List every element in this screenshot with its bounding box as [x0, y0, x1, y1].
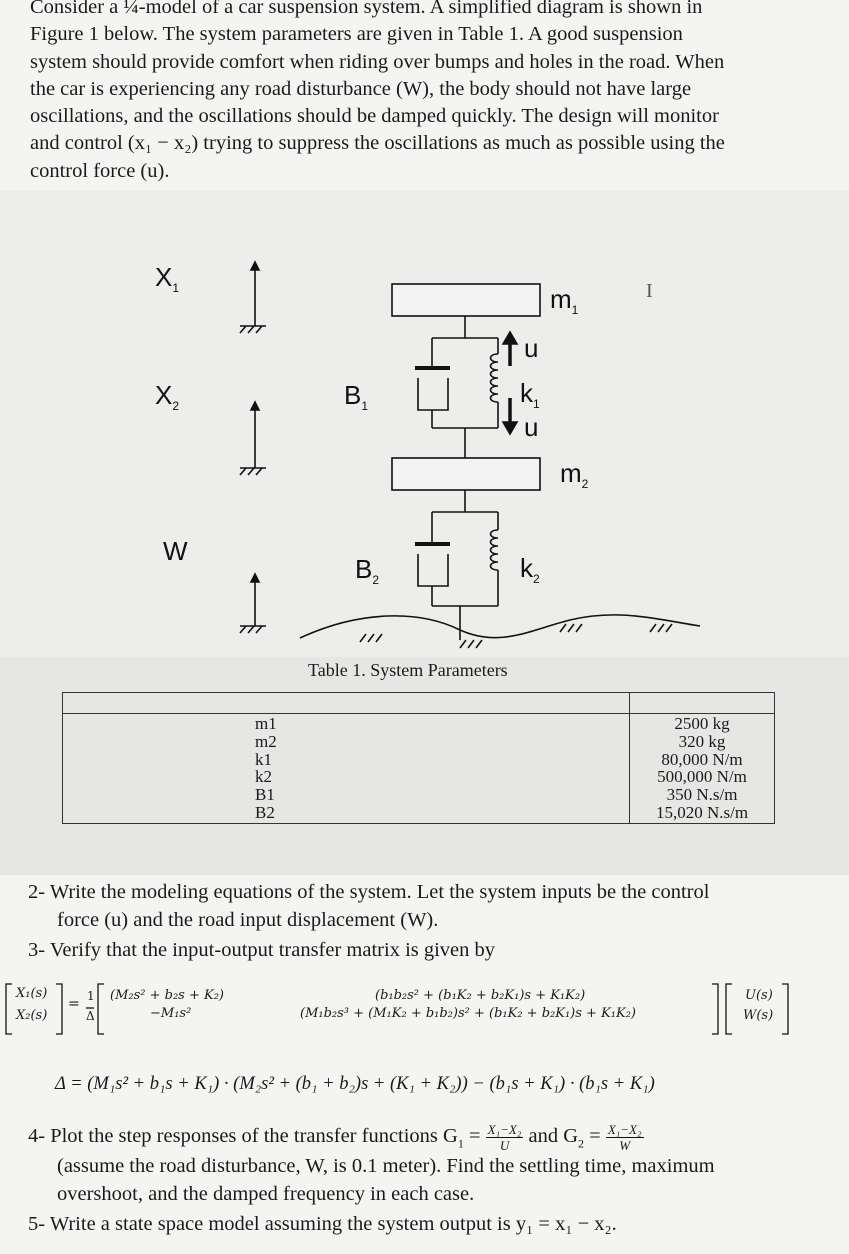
parameter-table: m1 m2 k1 k2 B1 B2 2500 kg 320 kg 80,000 …	[62, 692, 775, 824]
spring-k1	[489, 338, 499, 428]
g1-fraction: X₁−X₂ U	[485, 1122, 524, 1153]
w-label: W	[163, 536, 188, 566]
matrix-11: (M₂s² + b₂s + K₂)	[110, 988, 224, 1003]
param-value: 320 kg	[678, 731, 726, 751]
matrix-22: (M₁b₂s³ + (M₁K₂ + b₁b₂)s² + (b₁K₂ + b₂K₁…	[300, 1006, 636, 1021]
intro-line: control force (u).	[30, 159, 170, 182]
text-cursor-icon: I	[646, 280, 653, 302]
damper-b1	[415, 338, 450, 428]
param-value: 80,000 N/m	[661, 749, 743, 769]
param-name: m2	[255, 731, 277, 751]
m1-label: m1	[550, 284, 579, 318]
x2-label: X2	[155, 380, 180, 414]
mass-m2	[391, 457, 541, 491]
question-2-line-1: 2- Write the modeling equations of the s…	[28, 881, 710, 903]
b2-label: B2	[355, 554, 380, 588]
force-arrow-up	[501, 330, 519, 366]
lhs-bottom: X₂(s)	[16, 1008, 48, 1023]
x1-indicator	[239, 260, 266, 334]
question-5: 5- Write a state space model assuming th…	[28, 1213, 617, 1235]
lhs-top: X₁(s)	[16, 986, 48, 1001]
param-name: k1	[255, 749, 272, 769]
u-label-bottom: u	[524, 412, 539, 442]
param-name: m1	[255, 714, 277, 733]
parameter-names: m1 m2 k1 k2 B1 B2	[62, 713, 630, 824]
param-name: B2	[255, 802, 275, 822]
g2-fraction: X₁−X₂ W	[605, 1122, 644, 1153]
intro-paragraph: Consider a ¼-model of a car suspension s…	[30, 0, 830, 185]
mass-m1	[391, 283, 541, 317]
u-label-top: u	[524, 333, 539, 363]
rhs-bottom: W(s)	[743, 1008, 774, 1023]
damper-b2	[415, 512, 450, 606]
road-profile	[299, 614, 701, 639]
rhs-top: U(s)	[745, 988, 773, 1003]
k2-label: k2	[520, 553, 540, 587]
q4-prefix: 4- Plot the step responses of the transf…	[28, 1125, 458, 1148]
suspension-diagram	[239, 260, 701, 649]
intro-line: oscillations, and the oscillations shoul…	[30, 105, 719, 128]
table-row: m1 m2 k1 k2 B1 B2 2500 kg 320 kg 80,000 …	[62, 713, 775, 824]
spring-k2	[489, 512, 499, 606]
question-2-line-2: force (u) and the road input displacemen…	[57, 909, 439, 931]
matrix-brackets	[5, 983, 789, 1035]
intro-line: and control (x₁ − x₂) trying to suppress…	[30, 132, 725, 155]
intro-line: Consider a ¼-model of a car suspension s…	[30, 0, 703, 18]
transfer-matrix-equation: X₁(s) X₂(s) = 1 Δ (M₂s² + b₂s + K₂) −M₁s…	[0, 978, 849, 1048]
param-value: 15,020 N.s/m	[655, 802, 749, 822]
x2-indicator	[239, 400, 266, 476]
table-row	[62, 692, 775, 714]
intro-line: the car is experiencing any road disturb…	[30, 77, 692, 100]
w-indicator	[239, 572, 266, 634]
force-arrow-down	[501, 398, 519, 436]
parameter-values: 2500 kg 320 kg 80,000 N/m 500,000 N/m 35…	[629, 713, 775, 824]
b1-label: B1	[344, 380, 369, 414]
param-name: k2	[255, 767, 272, 787]
road-hatch	[359, 623, 673, 649]
question-4-line-3: overshoot, and the damped frequency in e…	[57, 1183, 475, 1205]
delta-equation: Δ = (M₁s² + b₁s + K₁) · (M₂s² + (b₁ + b₂…	[55, 1074, 655, 1094]
delta-symbol: Δ	[86, 1009, 95, 1023]
matrix-21: −M₁s²	[150, 1006, 192, 1021]
equals-sign: =	[68, 996, 80, 1012]
matrix-12: (b₁b₂s² + (b₁K₂ + b₂K₁)s + K₁K₂)	[375, 988, 586, 1003]
m2-label: m2	[560, 458, 589, 492]
q4-and: and G	[523, 1125, 579, 1148]
k1-label: k1	[520, 378, 540, 412]
param-name: B1	[255, 785, 275, 805]
question-3: 3- Verify that the input-output transfer…	[28, 939, 496, 961]
figure-background	[0, 190, 849, 660]
param-value: 500,000 N/m	[657, 767, 747, 787]
question-4-line-1: 4- Plot the step responses of the transf…	[28, 1122, 644, 1153]
one: 1	[87, 989, 95, 1003]
table-caption: Table 1. System Parameters	[308, 660, 508, 680]
param-value: 2500 kg	[674, 714, 730, 733]
x1-label: X1	[155, 262, 180, 296]
question-4-line-2: (assume the road disturbance, W, is 0.1 …	[57, 1155, 715, 1177]
param-value: 350 N.s/m	[666, 785, 738, 805]
intro-line: Figure 1 below. The system parameters ar…	[30, 23, 683, 46]
intro-line: system should provide comfort when ridin…	[30, 50, 725, 73]
